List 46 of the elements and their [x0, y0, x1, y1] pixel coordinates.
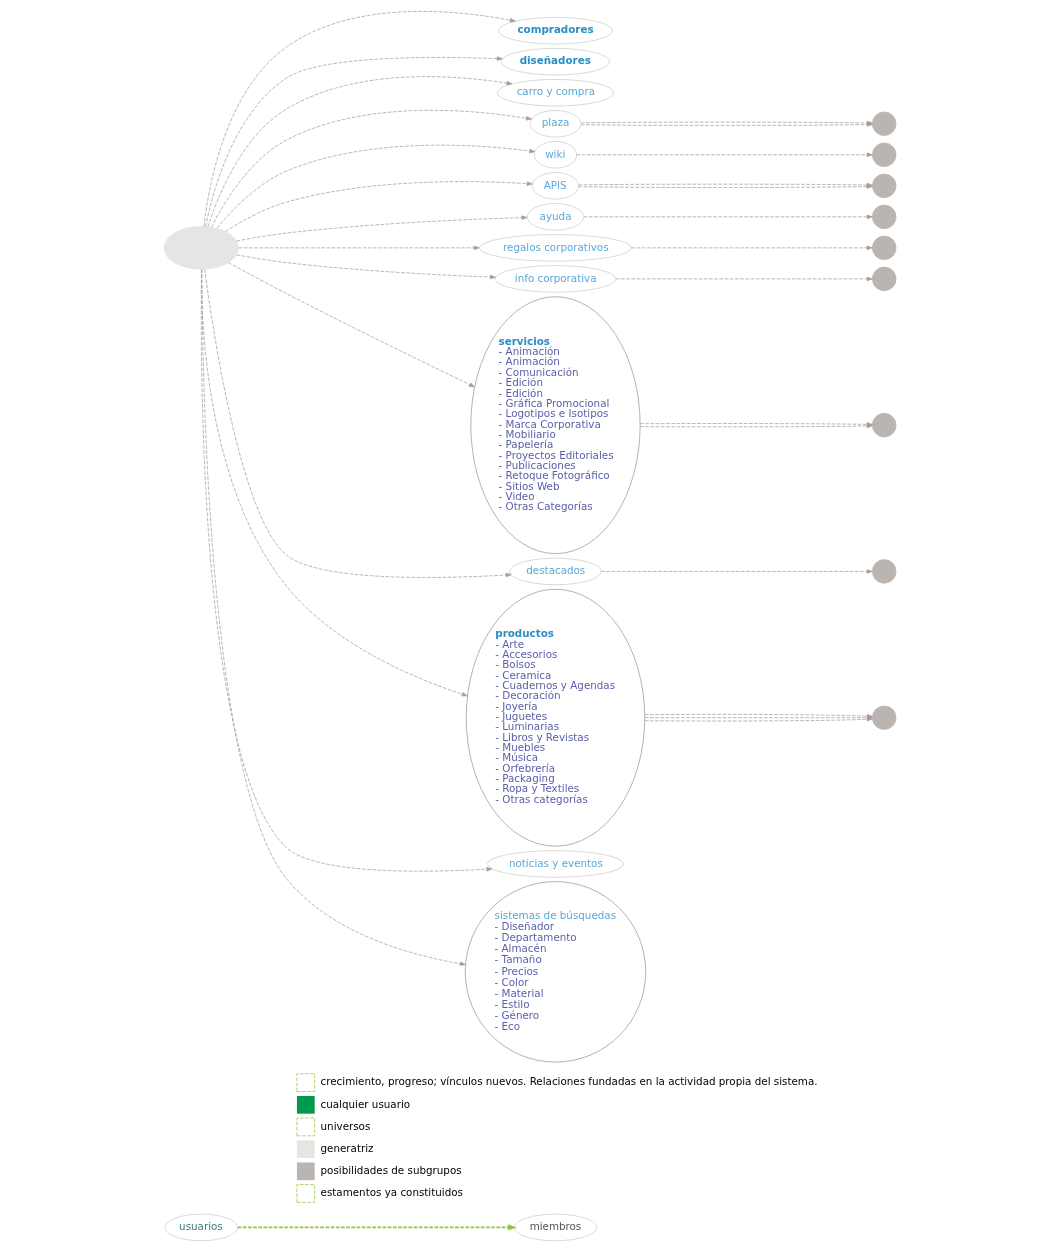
node-circle [872, 235, 897, 261]
arrow [211, 109, 532, 228]
arrow [236, 1224, 517, 1231]
node-ellipse: info corporativa [494, 265, 617, 293]
node-ellipse: plaza [529, 110, 582, 138]
legend-label: posibilidades de subgrupos [320, 1164, 462, 1177]
arrow [576, 152, 873, 157]
node-circle [872, 413, 897, 438]
arrow [201, 269, 466, 966]
node-circle [872, 266, 897, 292]
arrow [236, 215, 528, 242]
arrow [216, 144, 536, 229]
node-circle [872, 111, 897, 136]
node-ellipse [163, 226, 239, 270]
arrow [601, 569, 873, 574]
node-ellipse: ayuda [526, 203, 585, 231]
arrow [631, 245, 873, 251]
legend-label: cualquier usuario [320, 1097, 411, 1110]
arrow [205, 56, 503, 227]
node-circle [872, 173, 897, 198]
arrow [583, 214, 873, 219]
legend-label: estamentos ya constituidos [320, 1186, 463, 1199]
node-circle [872, 204, 897, 230]
arrow [204, 269, 512, 578]
arrow [228, 262, 475, 388]
node-ellipse: miembros [513, 1213, 598, 1242]
arrow [225, 181, 533, 232]
node-circle [872, 559, 897, 584]
arrow [207, 76, 513, 228]
arrow [238, 245, 480, 251]
arrow [615, 276, 873, 282]
legend-label: crecimiento, progreso; vínculos nuevos. Relaciones fundadas en la actividad propia del sistema. [320, 1075, 818, 1088]
node-ellipse: productos - Arte - Accesorios - Bolsos - Ceramica - Cuadernos y Agendas - Decoración - Joyería - Juguetes - Luminarias - Libros y Revistas - Muebles - Música - Orfebrería - Packaging - Ropa y Textiles - Otras categorías [465, 588, 646, 847]
legend-label: universos [320, 1119, 371, 1132]
node-ellipse: destacados [509, 557, 602, 586]
node-ellipse: wiki [533, 141, 578, 169]
arrow [203, 11, 516, 227]
node-ellipse: diseñadores [500, 48, 611, 76]
arrow [236, 254, 496, 280]
node-circle: sistemas de búsquedas - Diseñador - Departamento - Almacén - Tamaño - Precios - Color - Material - Estilo - Género - Eco [464, 881, 647, 1063]
node-ellipse: regalos corporativos [479, 234, 632, 262]
node-circle [872, 142, 897, 167]
legend-label: generatriz [320, 1141, 374, 1154]
node-circle [872, 705, 897, 730]
node-ellipse: usuarios [164, 1213, 239, 1242]
node-ellipse: APIS [531, 172, 580, 200]
